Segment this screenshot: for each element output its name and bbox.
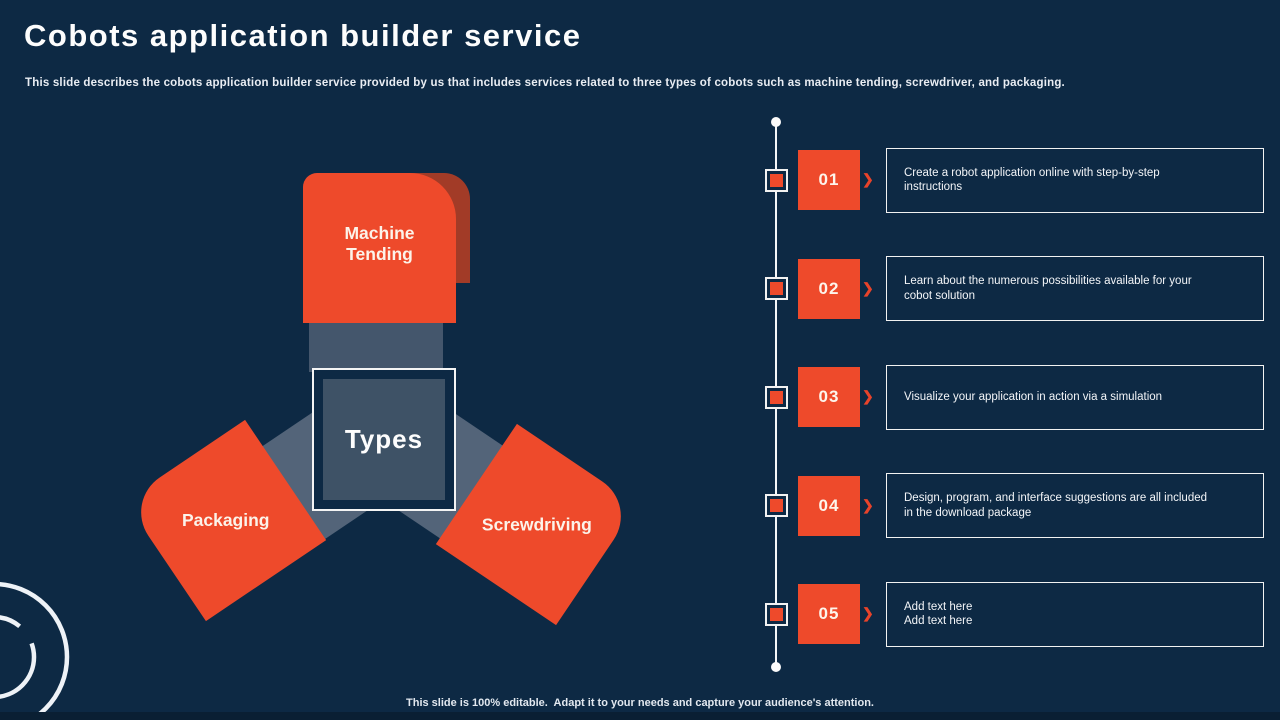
step-text-box: Design, program, and interface suggestio…: [886, 473, 1264, 538]
step-text-box: Create a robot application online with s…: [886, 147, 1264, 213]
chevron-right-icon: ❯: [862, 279, 874, 296]
step-text-box: Add text here Add text here: [886, 581, 1264, 647]
step-number-badge: 01: [798, 150, 860, 210]
timeline-marker-icon: [765, 168, 788, 192]
timeline-marker-icon: [765, 277, 788, 300]
timeline-marker-fill: [770, 282, 783, 295]
timeline-marker-fill: [770, 173, 783, 187]
timeline-marker-icon: [765, 494, 788, 517]
timeline-marker-icon: [765, 385, 788, 409]
timeline-marker-fill: [770, 390, 783, 404]
chevron-right-icon: ❯: [862, 388, 874, 404]
step-text: Create a robot application online with s…: [904, 166, 1160, 194]
step-text: Visualize your application in action via…: [904, 390, 1163, 403]
timeline-marker-fill: [770, 607, 783, 621]
step-number-badge: 03: [798, 367, 860, 427]
connector-top: [309, 322, 443, 372]
timeline-start-dot: [771, 117, 781, 127]
timeline-marker-icon: [765, 602, 788, 626]
step-text-box: Visualize your application in action via…: [886, 364, 1264, 430]
footer-note: This slide is 100% editable. Adapt it to…: [406, 697, 874, 709]
step-number-badge: 05: [798, 584, 860, 644]
center-types-label: Types: [344, 424, 424, 454]
timeline-end-dot: [771, 662, 781, 672]
chevron-right-icon: ❯: [862, 496, 874, 513]
chevron-right-icon: ❯: [862, 171, 874, 187]
center-types-box: Types: [312, 368, 456, 511]
step-text: Design, program, and interface suggestio…: [904, 492, 1208, 519]
timeline-marker-fill: [770, 499, 783, 512]
page-title: Cobots application builder service: [24, 18, 582, 53]
step-number-badge: 04: [798, 475, 860, 536]
step-text-box: Learn about the numerous possibilities a…: [886, 256, 1264, 321]
node-screwdriving-label: Screwdriving: [481, 514, 592, 534]
types-diagram: Machine Tending Packaging Screwdriving T…: [0, 110, 700, 690]
slide-subtitle: This slide describes the cobots applicat…: [25, 77, 1065, 89]
step-text: Learn about the numerous possibilities a…: [904, 275, 1192, 302]
step-number-badge: 02: [798, 258, 860, 319]
chevron-right-icon: ❯: [862, 605, 874, 621]
node-machine-tending: Machine Tending: [303, 173, 456, 323]
corner-rings-decoration: [0, 581, 70, 720]
footer-bar: [0, 712, 1280, 720]
node-packaging-label: Packaging: [181, 510, 270, 531]
step-text: Add text here Add text here: [904, 600, 973, 628]
node-machine-tending-label: Machine Tending: [344, 223, 415, 264]
center-types-inner: Types: [323, 379, 445, 500]
